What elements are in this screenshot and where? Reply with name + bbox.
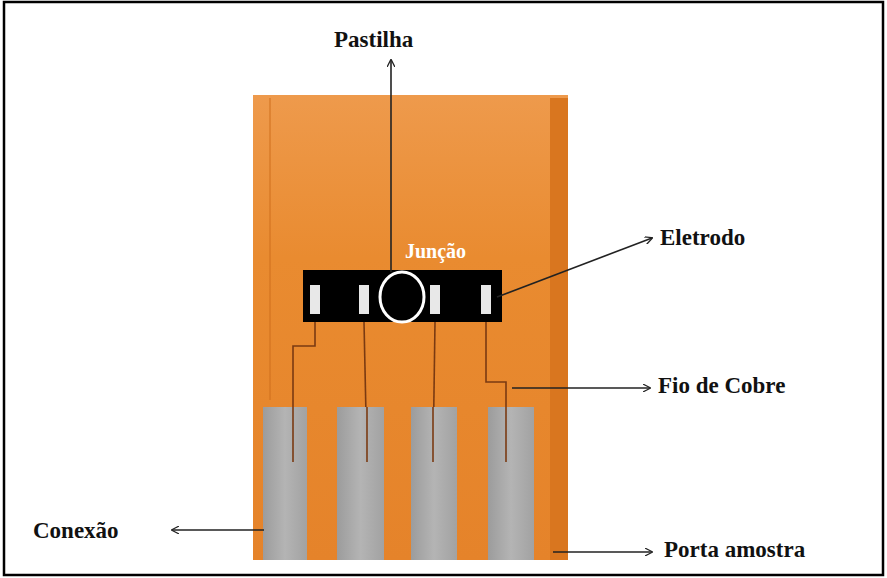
part-label: Eletrodo	[660, 225, 745, 250]
part-label: Fio de Cobre	[658, 373, 785, 398]
board-line	[270, 98, 271, 400]
frame	[4, 2, 883, 575]
sample-holder-board	[253, 95, 568, 560]
junction-circle	[380, 272, 424, 322]
part-label: Pastilha	[334, 27, 413, 52]
part-label: Porta amostra	[664, 537, 805, 562]
part-label: Conexão	[33, 518, 119, 543]
copper-wires	[293, 322, 506, 462]
part-label: Junção	[405, 240, 466, 262]
pellet	[303, 270, 502, 322]
wire-ends	[293, 407, 506, 462]
board-edge	[550, 98, 568, 560]
leader-arrows	[172, 60, 652, 552]
connection-pads	[263, 407, 534, 560]
